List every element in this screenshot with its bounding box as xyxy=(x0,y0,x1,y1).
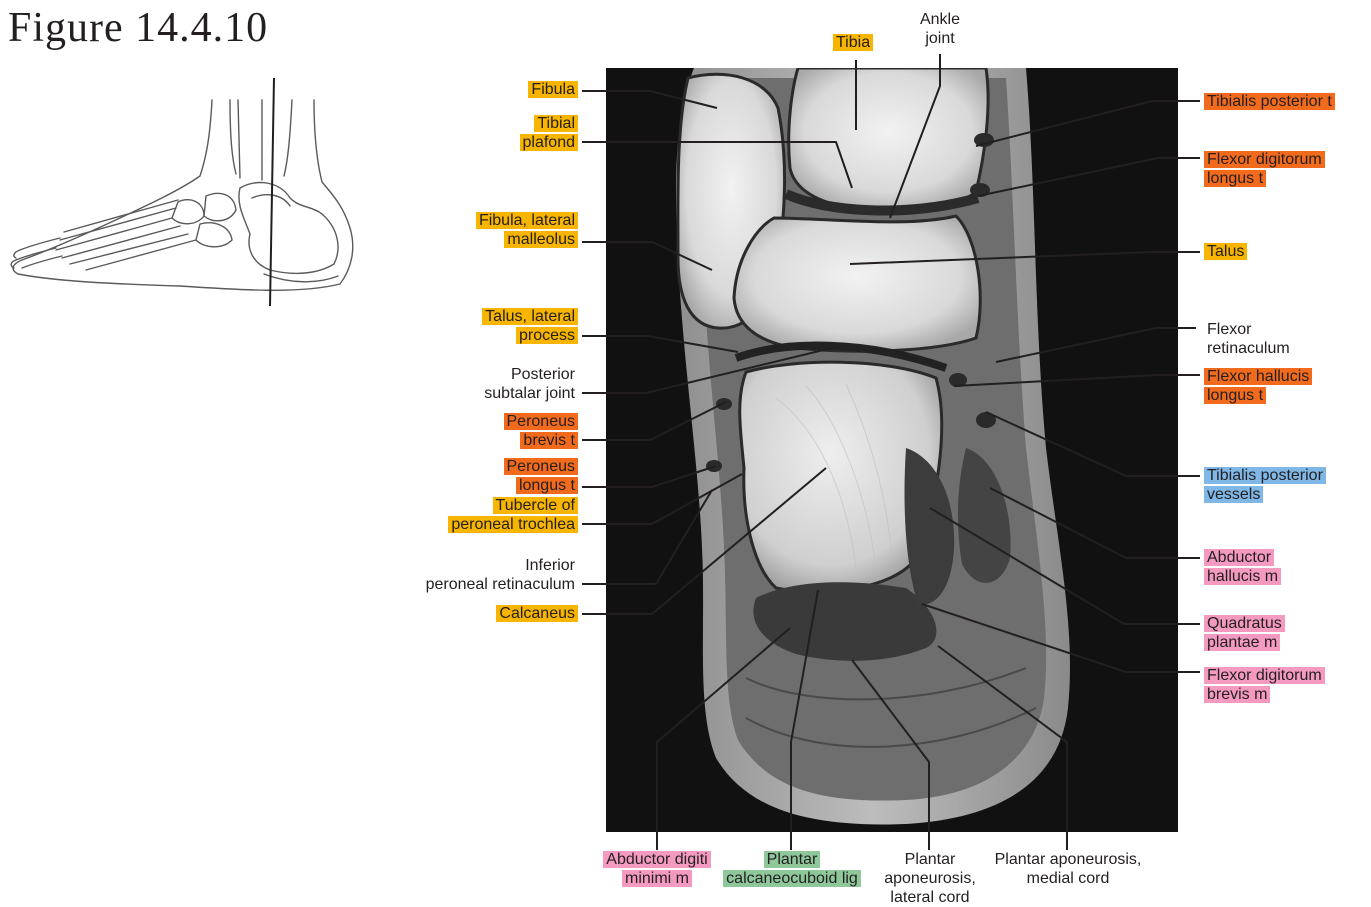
label-fibula-lateral-malleolus: Fibula, lateral malleolus xyxy=(476,211,578,249)
label-tubercle-peroneal-trochlea: Tubercle of peroneal trochlea xyxy=(448,496,578,534)
label-ankle-joint: Ankle joint xyxy=(912,10,968,48)
label-plantar-aponeurosis-lateral: Plantar aponeurosis, lateral cord xyxy=(874,850,986,907)
label-flexor-retinaculum: Flexor retinaculum xyxy=(1207,320,1290,358)
label-peroneus-longus: Peroneus longus t xyxy=(504,457,579,495)
label-talus-lateral-process: Talus, lateral process xyxy=(482,307,578,345)
label-flexor-digitorum-longus: Flexor digitorum longus t xyxy=(1204,150,1325,188)
label-tibialis-posterior-vessels: Tibialis posterior vessels xyxy=(1204,466,1326,504)
label-talus: Talus xyxy=(1204,242,1247,261)
label-tibial-plafond: Tibial plafond xyxy=(520,114,579,152)
label-peroneus-brevis: Peroneus brevis t xyxy=(504,412,579,450)
label-fibula: Fibula xyxy=(528,80,578,99)
label-posterior-subtalar-joint: Posterior subtalar joint xyxy=(484,365,575,403)
figure-title: Figure 14.4.10 xyxy=(8,4,268,52)
label-flexor-hallucis-longus: Flexor hallucis longus t xyxy=(1204,367,1312,405)
label-flexor-digitorum-brevis: Flexor digitorum brevis m xyxy=(1204,666,1325,704)
foot-reference-drawing xyxy=(0,78,360,310)
label-quadratus-plantae: Quadratus plantae m xyxy=(1204,614,1285,652)
label-tibia: Tibia xyxy=(833,33,873,52)
label-tibialis-posterior-t: Tibialis posterior t xyxy=(1204,92,1335,111)
label-abductor-digiti-minimi: Abductor digiti minimi m xyxy=(592,850,722,888)
label-plantar-calcaneocuboid: Plantar calcaneocuboid lig xyxy=(712,850,872,888)
label-abductor-hallucis: Abductor hallucis m xyxy=(1204,548,1281,586)
label-inferior-peroneal-retinaculum: Inferior peroneal retinaculum xyxy=(426,556,575,594)
label-calcaneus: Calcaneus xyxy=(496,604,578,623)
label-plantar-aponeurosis-medial: Plantar aponeurosis, medial cord xyxy=(982,850,1154,888)
mri-image xyxy=(606,68,1178,832)
